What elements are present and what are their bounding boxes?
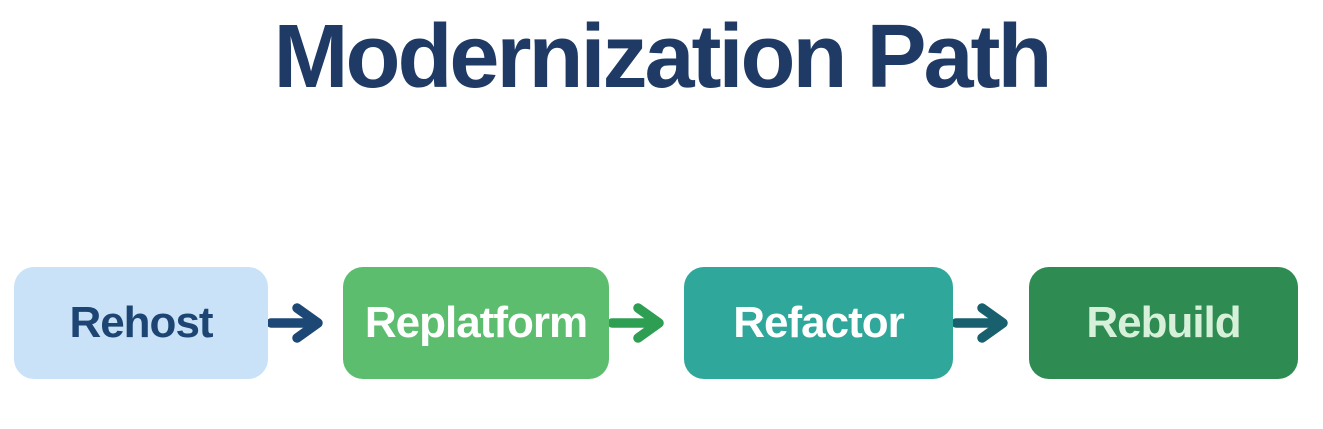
flow-connector-3 [953, 267, 1029, 379]
diagram-title: Modernization Path [273, 7, 1053, 107]
arrow-right-icon [609, 303, 664, 343]
arrow-right-icon [268, 303, 323, 343]
step-label-refactor: Refactor [733, 298, 904, 347]
step-label-rebuild: Rebuild [1086, 298, 1241, 347]
flow-connector-2 [609, 267, 684, 379]
flow-connector-1 [268, 267, 343, 379]
step-box-refactor: Refactor [684, 267, 953, 379]
step-label-replatform: Replatform [364, 298, 588, 347]
step-box-replatform: Replatform [343, 267, 609, 379]
step-label-rehost: Rehost [69, 298, 213, 347]
step-box-rebuild: Rebuild [1029, 267, 1298, 379]
step-box-rehost: Rehost [14, 267, 268, 379]
arrow-right-icon [953, 303, 1008, 343]
flow-row: Rehost Replatform Refactor [14, 267, 1298, 379]
